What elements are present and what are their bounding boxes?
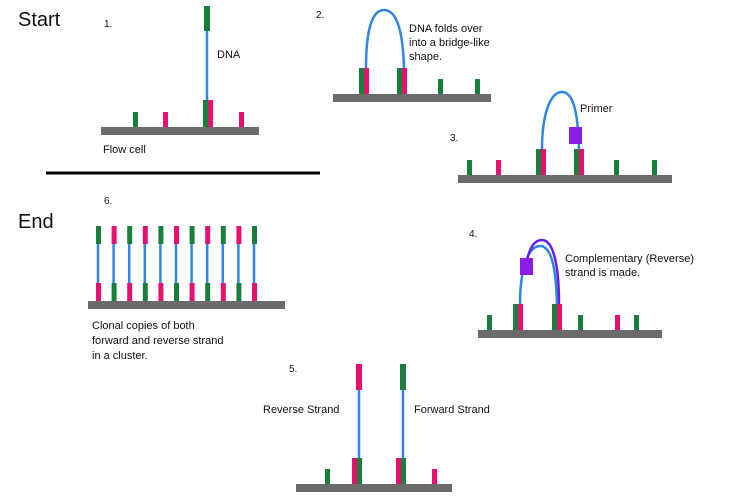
- clonal-copy-bottom-adapter: [174, 283, 179, 301]
- green-adapter: [203, 100, 208, 127]
- clonal-copy-top-adapter: [205, 226, 211, 244]
- clonal-copy-bottom-adapter: [205, 283, 211, 301]
- green-adapter: [574, 149, 579, 175]
- green-adapter: [325, 469, 330, 484]
- primer-label: Primer: [580, 103, 613, 115]
- step-6-text-line-1: Clonal copies of both: [92, 320, 195, 332]
- pink-adapter: [364, 68, 369, 94]
- step-3: 3. Primer: [450, 90, 672, 183]
- pink-adapter: [615, 315, 620, 330]
- clonal-copy-bottom-adapter: [142, 283, 148, 301]
- step-2-text-line-3: shape.: [409, 51, 442, 63]
- pink-adapter: [208, 100, 213, 127]
- clonal-copy-top-adapter: [96, 226, 101, 244]
- step-2-text-line-1: DNA folds over: [409, 23, 483, 35]
- green-adapter: [357, 458, 362, 484]
- clonal-copy-top-adapter: [189, 226, 195, 244]
- step-5: 5. Reverse Strand Forward Strand: [263, 364, 490, 492]
- end-label: End: [18, 211, 54, 233]
- pink-adapter: [239, 112, 244, 127]
- clonal-copy-bottom-adapter: [111, 283, 117, 301]
- clonal-copy-bottom-adapter: [189, 283, 195, 301]
- forward-strand-end-adapter: [400, 364, 406, 390]
- flow-cell-surface: [478, 330, 662, 338]
- pink-adapter: [579, 149, 584, 175]
- primer-block: [520, 258, 533, 275]
- step-4-number: 4.: [469, 229, 477, 240]
- forward-strand-label: Forward Strand: [414, 404, 490, 416]
- green-adapter: [133, 112, 138, 127]
- pink-adapter: [518, 304, 523, 330]
- step-6-number: 6.: [104, 196, 112, 207]
- step-3-number: 3.: [450, 133, 458, 144]
- step-2: 2. DNA folds over into a bridge-like sha…: [316, 8, 491, 102]
- clonal-copy-bottom-adapter: [96, 283, 101, 301]
- flow-cell-surface: [333, 94, 491, 102]
- clonal-copy-bottom-adapter: [220, 283, 226, 301]
- reverse-strand-end-adapter: [356, 364, 362, 390]
- clonal-copy-top-adapter: [252, 226, 257, 244]
- green-adapter: [614, 160, 619, 175]
- clonal-copy-top-adapter: [142, 226, 148, 244]
- flow-cell-surface: [88, 301, 285, 309]
- step-4: 4. Complementary (Reverse) strand is mad…: [469, 229, 694, 338]
- step-6-text-line-3: in a cluster.: [92, 350, 148, 362]
- clonal-copy-bottom-adapter: [252, 283, 257, 301]
- step-1: 1. DNA Flow cell: [101, 6, 259, 156]
- folded-dna-bridge: [518, 244, 559, 305]
- flow-cell-label: Flow cell: [103, 144, 146, 156]
- step-5-number: 5.: [289, 364, 297, 375]
- pink-adapter: [541, 149, 546, 175]
- primer-block: [569, 127, 582, 144]
- green-adapter: [634, 315, 639, 330]
- green-adapter: [475, 79, 480, 94]
- green-adapter: [536, 149, 541, 175]
- green-adapter: [438, 79, 443, 94]
- step-6: 6. Clonal copies of both forward and rev…: [88, 196, 285, 362]
- reverse-strand-label: Reverse Strand: [263, 404, 339, 416]
- start-label: Start: [18, 9, 61, 31]
- pink-adapter: [352, 458, 357, 484]
- green-adapter: [397, 68, 402, 94]
- flow-cell-surface: [101, 127, 259, 135]
- folded-dna-bridge: [540, 90, 581, 150]
- pink-adapter: [396, 458, 401, 484]
- complementary-strand: [524, 238, 561, 305]
- clonal-copy-bottom-adapter: [236, 283, 242, 301]
- dna-end-adapter: [204, 6, 210, 31]
- step-4-text-line-2: strand is made.: [565, 267, 640, 279]
- green-adapter: [487, 315, 492, 330]
- pink-adapter: [557, 304, 562, 330]
- pink-adapter: [496, 160, 501, 175]
- pink-adapter: [432, 469, 437, 484]
- flow-cell-surface: [458, 175, 672, 183]
- green-adapter: [359, 68, 364, 94]
- step-2-text-line-2: into a bridge-like: [409, 37, 490, 49]
- pink-adapter: [163, 112, 168, 127]
- step-2-number: 2.: [316, 10, 324, 21]
- green-adapter: [401, 458, 406, 484]
- green-adapter: [552, 304, 557, 330]
- step-1-number: 1.: [104, 19, 112, 30]
- clonal-copy-top-adapter: [127, 226, 133, 244]
- flow-cell-surface: [296, 484, 452, 492]
- clonal-copy-bottom-adapter: [127, 283, 133, 301]
- clonal-copy-top-adapter: [220, 226, 226, 244]
- clonal-copy-top-adapter: [236, 226, 242, 244]
- green-adapter: [578, 315, 583, 330]
- green-adapter: [652, 160, 657, 175]
- clonal-copy-top-adapter: [111, 226, 117, 244]
- clonal-copy-bottom-adapter: [158, 283, 164, 301]
- step-6-text-line-2: forward and reverse strand: [92, 335, 223, 347]
- green-adapter: [513, 304, 518, 330]
- dna-label: DNA: [217, 49, 241, 61]
- clonal-cluster: [96, 226, 257, 301]
- step-4-text-line-1: Complementary (Reverse): [565, 253, 694, 265]
- folded-dna-bridge: [364, 8, 406, 69]
- green-adapter: [467, 160, 472, 175]
- clonal-copy-top-adapter: [158, 226, 164, 244]
- pink-adapter: [402, 68, 407, 94]
- clonal-copy-top-adapter: [174, 226, 179, 244]
